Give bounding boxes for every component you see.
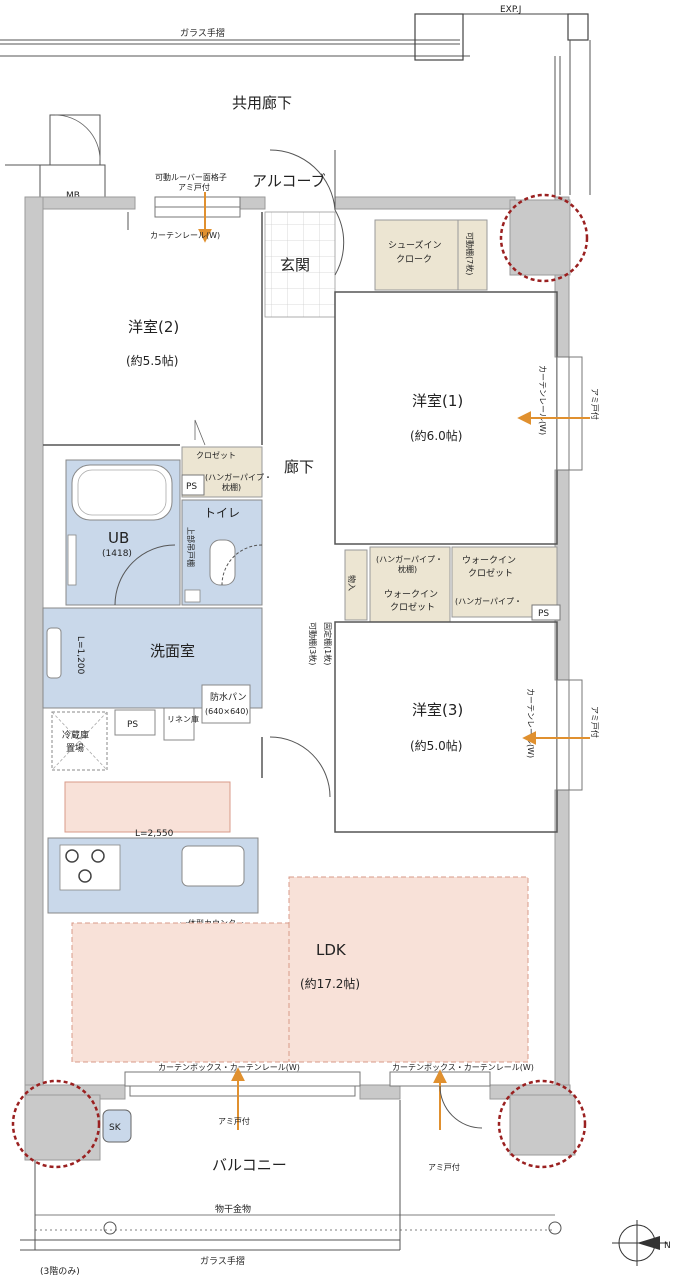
western-room-2-size: (約5.5帖) [126, 353, 178, 368]
entrance-floor [264, 211, 336, 318]
screen-door-top-label: アミ戸付 [178, 182, 210, 192]
room-3-window [556, 679, 583, 791]
wic2-label: ウォークイン [462, 555, 516, 566]
stove [59, 844, 121, 891]
alcove-label: アルコーブ [252, 172, 326, 190]
western-room-2 [43, 212, 263, 446]
ldk-label: LDK [316, 941, 347, 959]
curtain-box-left-label: カーテンボックス・カーテンレール(W) [158, 1063, 300, 1072]
western-room-1-size: (約6.0帖) [410, 428, 462, 443]
top-railing [0, 13, 591, 195]
closet-label: クロゼット [196, 450, 236, 460]
entrance-label: 玄関 [280, 256, 310, 274]
top-window [154, 196, 241, 218]
shoes-in-closet-label-2: クローク [396, 254, 432, 265]
curtain-box-right-label: カーテンボックス・カーテンレール(W) [392, 1063, 534, 1072]
linen-storage [163, 707, 195, 741]
fixed-shelf-label: 固定棚(1枚) [323, 622, 333, 665]
linen-storage-label: リネン庫 [167, 714, 199, 724]
kitchen-upper-cabinet [64, 781, 231, 833]
western-room-3-wall [334, 621, 558, 833]
waterproof-pan-label: 防水パン [210, 691, 246, 703]
shoes-in-closet [374, 219, 488, 291]
screen-door-room-1: アミ戸付 [590, 388, 600, 420]
column-marker-bottom-left [11, 1079, 101, 1169]
western-room-3-label: 洋室(3) [412, 701, 463, 719]
burner-1-icon [65, 849, 79, 863]
ps-2-label: PS [538, 609, 549, 619]
western-room-3-size: (約5.0帖) [410, 738, 462, 753]
shoes-in-closet-label: シューズイン [388, 239, 442, 251]
ub-label: UB [108, 529, 129, 547]
ldk-size: (約17.2帖) [300, 976, 360, 991]
hallway-label: 廊下 [284, 458, 314, 476]
exp-joint-label: EXP.J [500, 5, 521, 15]
north-label: N [664, 1241, 671, 1251]
toilet-label: トイレ [204, 506, 240, 520]
glass-rail-top-label: ガラス手摺 [180, 27, 225, 39]
walk-in-closet [369, 546, 451, 623]
curtain-rail-top-label: カーテンレール(W) [150, 231, 220, 240]
waterproof-pan-size: (640×640) [205, 707, 248, 716]
l1200-label: L=1,200 [75, 636, 85, 675]
meter-box [5, 114, 106, 201]
ps-1 [181, 474, 205, 496]
column-marker-bottom-right [497, 1079, 587, 1169]
column-marker-top-right [499, 193, 589, 283]
western-room-2-label: 洋室(2) [128, 318, 179, 336]
common-corridor-label: 共用廊下 [232, 94, 292, 112]
ldk-window-left [124, 1071, 361, 1097]
wic-hanger: (ハンガーパイプ・ [376, 554, 443, 564]
closet-pillow: 枕棚) [222, 482, 241, 492]
sink [181, 845, 245, 887]
wic-label: ウォークイン [384, 589, 438, 600]
fridge-label: 冷蔵庫 [62, 729, 89, 741]
upper-cabinet-label: 上部吊戸棚 [186, 527, 196, 567]
closet-hanger: (ハンガーパイプ・ [205, 472, 272, 482]
ps-3 [114, 709, 156, 736]
wic-label-2: クロゼット [390, 601, 435, 613]
mb-label: MB [66, 191, 80, 201]
storage [344, 549, 368, 621]
north-compass-icon [612, 1220, 668, 1266]
fridge-label-2: 置場 [66, 742, 84, 754]
drying-hardware [35, 1214, 562, 1235]
western-room-1-label: 洋室(1) [412, 392, 463, 410]
sk-sink [102, 1109, 132, 1143]
storage-label: 物入 [347, 575, 357, 591]
screen-door-ldk-right: アミ戸付 [428, 1162, 460, 1172]
wic2-label-2: クロゼット [468, 567, 513, 579]
curtain-rail-room-3: カーテンレール(W) [526, 688, 535, 758]
outer-walls [24, 196, 576, 1161]
glass-rail-bottom-label: ガラス手摺 [200, 1255, 245, 1267]
room-1-window [556, 356, 583, 471]
ps-3-label: PS [127, 720, 138, 730]
drying-hardware-label: 物干金物 [215, 1203, 251, 1215]
balcony-label: バルコニー [212, 1156, 287, 1174]
ps-1-label: PS [186, 482, 197, 492]
louver-label: 可動ルーバー面格子 [155, 172, 227, 182]
ps-2 [531, 604, 561, 621]
l2550-label: L=2,550 [135, 829, 174, 839]
movable-shelf-7-label: 可動棚(7枚) [465, 232, 475, 275]
waterproof-pan [201, 684, 251, 724]
wic-pillow: 枕棚) [398, 564, 417, 574]
screen-door-ldk-left: アミ戸付 [218, 1116, 250, 1126]
bottom-railing [20, 1100, 401, 1251]
screen-door-room-3: アミ戸付 [590, 706, 600, 738]
curtain-rail-room-1: カーテンレール(W) [538, 365, 547, 435]
movable-shelf-3-label: 可動棚(3枚) [308, 622, 318, 665]
burner-2-icon [91, 849, 105, 863]
floor-3-only-label: (3階のみ) [40, 1266, 80, 1277]
sk-label: SK [109, 1123, 122, 1133]
entrance-door-swing [334, 209, 345, 276]
washroom-label: 洗面室 [150, 642, 195, 660]
burner-3-icon [78, 869, 92, 883]
wic2-hanger: (ハンガーパイプ・ [455, 596, 522, 606]
ub-size: (1418) [102, 549, 132, 559]
